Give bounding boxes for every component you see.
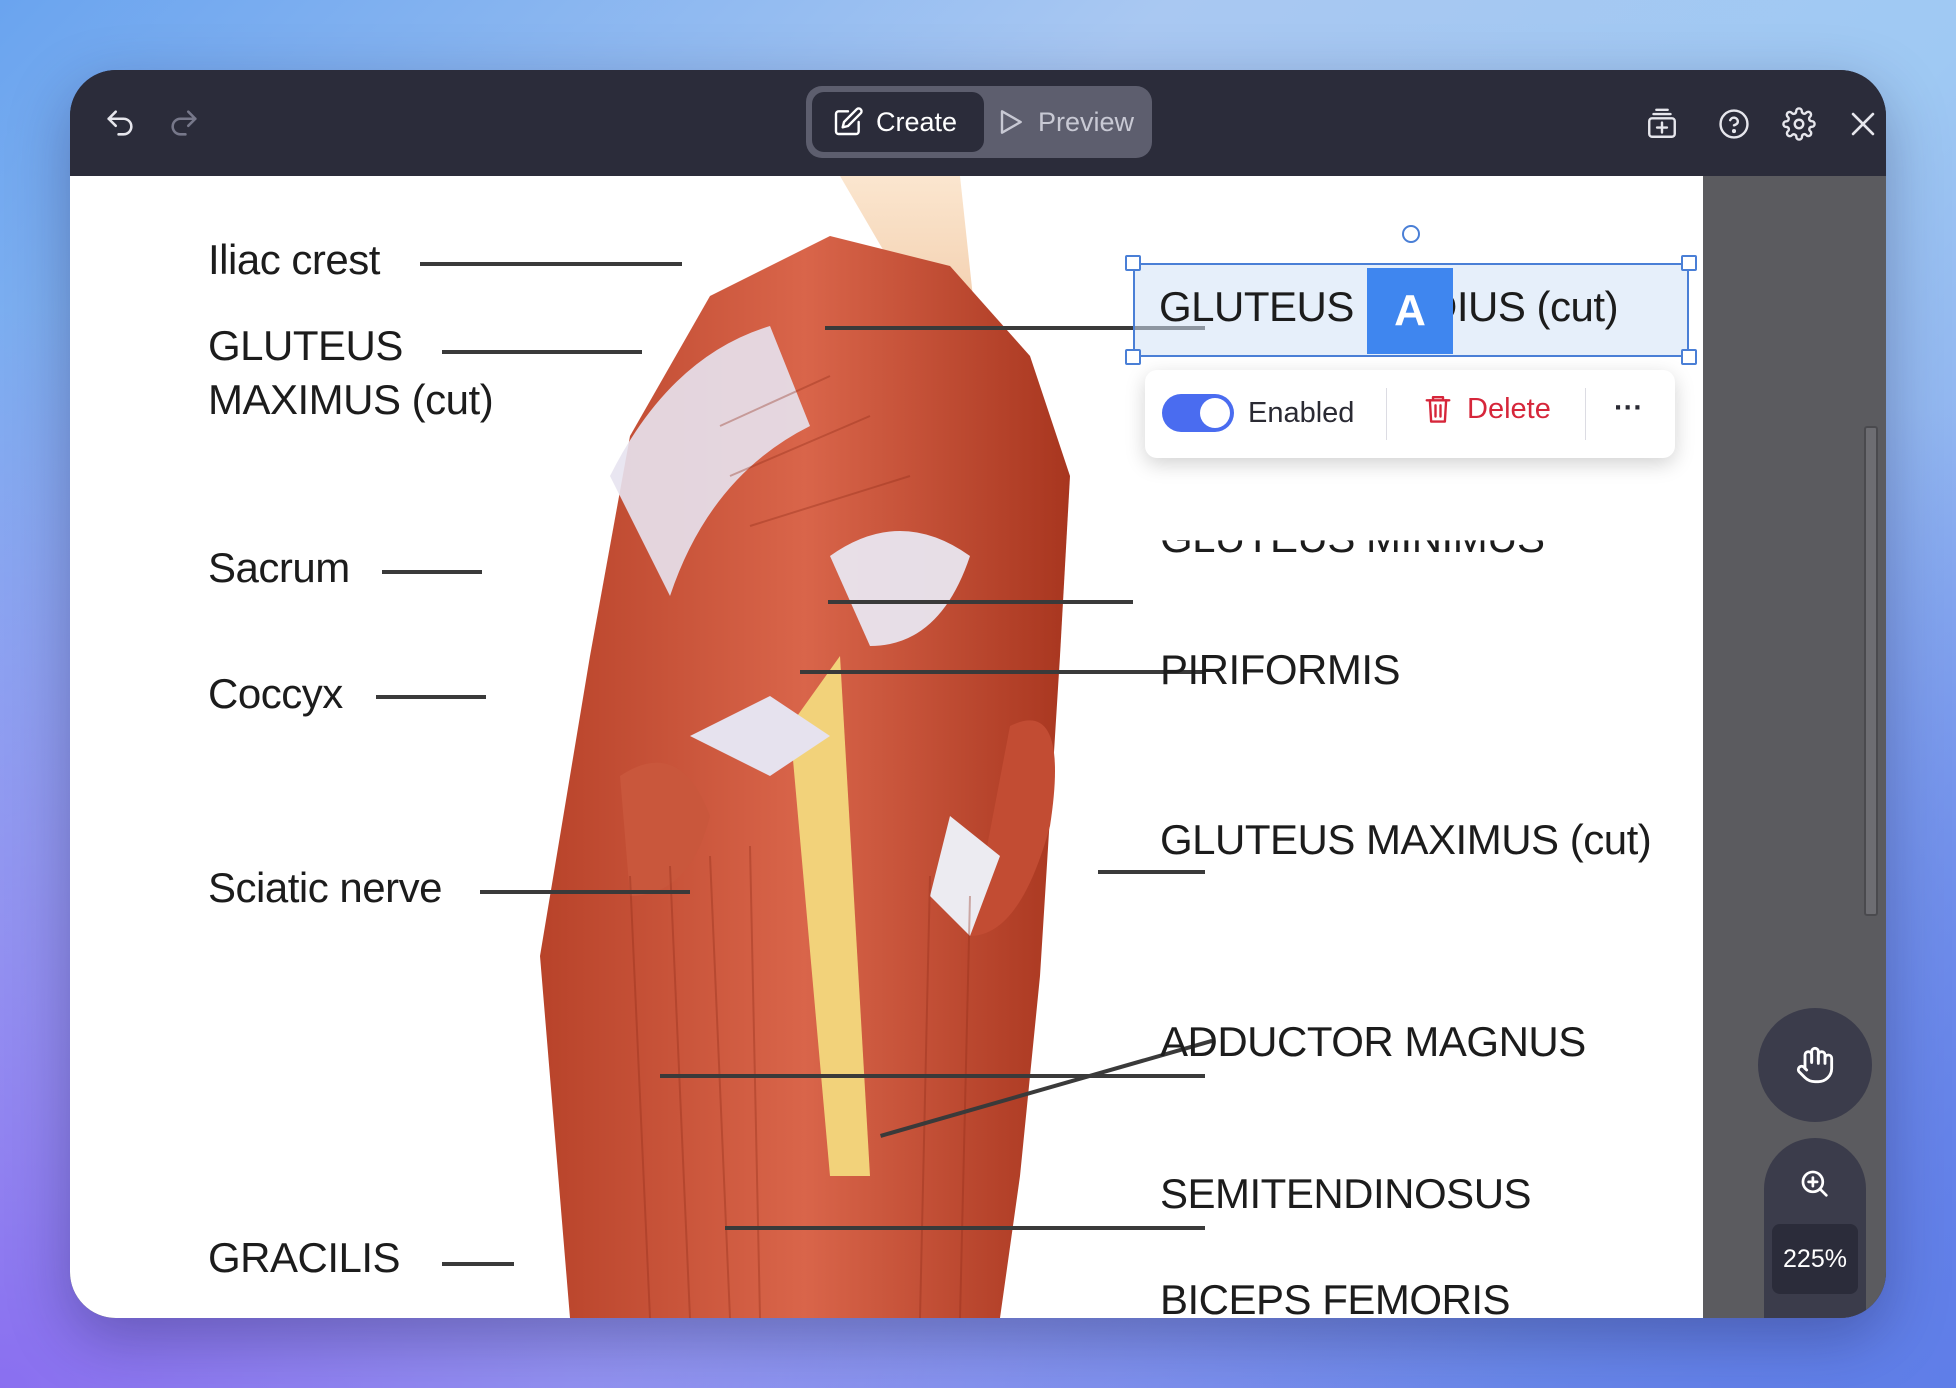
resize-handle-bottom-right[interactable] (1681, 349, 1697, 365)
preview-mode-label: Preview (1038, 106, 1135, 137)
leader-line (420, 262, 682, 266)
create-mode-label: Create (876, 106, 958, 137)
pan-tool-button[interactable] (1758, 1008, 1872, 1122)
leader-line (1098, 870, 1205, 874)
leader-line (660, 1074, 1205, 1078)
label-gracilis: GRACILIS (208, 1234, 401, 1281)
zoom-in-button[interactable] (1791, 1160, 1839, 1208)
layer-add-icon (1648, 108, 1676, 138)
zoom-controls: 225% (1764, 1138, 1866, 1318)
editor-window: Create Preview (70, 70, 1886, 1318)
leader-line (376, 695, 486, 699)
toggle-knob (1200, 398, 1230, 428)
delete-button[interactable]: Delete (1423, 392, 1551, 426)
settings-button[interactable] (1775, 100, 1823, 148)
label-gluteus-maximus-line2: MAXIMUS (cut) (208, 376, 494, 423)
leader-line (442, 1262, 514, 1266)
enabled-toggle[interactable] (1162, 394, 1234, 432)
leader-line (725, 1226, 1205, 1230)
leader-line (800, 670, 1205, 674)
gear-icon (1782, 107, 1816, 141)
label-gluteus-maximus-line1: GLUTEUS (208, 322, 403, 369)
undo-button[interactable] (96, 99, 144, 147)
resize-handle-top-right[interactable] (1681, 255, 1697, 271)
label-sacrum: Sacrum (208, 544, 350, 591)
zoom-level: 225% (1772, 1224, 1858, 1294)
preview-mode-button[interactable]: Preview (984, 92, 1134, 152)
label-gluteus-maximus-cut: GLUTEUS MAXIMUS (cut) (1160, 816, 1652, 863)
close-icon (1851, 112, 1875, 136)
resize-handle-top-left[interactable] (1125, 255, 1141, 271)
vertical-scrollbar[interactable] (1864, 426, 1878, 916)
more-options-button[interactable]: ··· (1614, 392, 1643, 424)
label-iliac-crest: Iliac crest (208, 236, 380, 283)
create-mode-button[interactable]: Create (812, 92, 984, 152)
help-icon (1719, 109, 1749, 139)
play-icon (1000, 110, 1022, 134)
hotspot-marker[interactable]: A (1367, 268, 1453, 354)
edit-icon (834, 107, 863, 136)
hotspot-popover: Enabled Delete ··· (1145, 370, 1675, 458)
leader-line (480, 890, 690, 894)
redo-icon (171, 110, 197, 136)
leader-line (442, 350, 642, 354)
divider (1386, 388, 1387, 440)
label-coccyx: Coccyx (208, 670, 343, 717)
undo-icon (107, 110, 133, 136)
label-sciatic-nerve: Sciatic nerve (208, 864, 442, 911)
label-gluteus-minimus-hidden: GLUTEUS MINIMUS (1160, 514, 1545, 561)
hand-icon (1796, 1047, 1834, 1084)
label-piriformis: PIRIFORMIS (1160, 646, 1401, 693)
add-layer-button[interactable] (1638, 100, 1686, 148)
top-toolbar: Create Preview (70, 70, 1886, 176)
anatomy-image[interactable]: Iliac crest GLUTEUS MAXIMUS (cut) Sacrum… (70, 176, 1703, 1318)
editor-canvas[interactable]: Iliac crest GLUTEUS MAXIMUS (cut) Sacrum… (70, 176, 1886, 1318)
help-button[interactable] (1710, 100, 1758, 148)
leader-line (828, 600, 1133, 604)
label-semitendinosus: SEMITENDINOSUS (1160, 1170, 1532, 1217)
rotate-handle[interactable] (1402, 225, 1420, 243)
trash-icon (1425, 395, 1451, 423)
enabled-label: Enabled (1248, 397, 1355, 429)
redo-button[interactable] (160, 99, 208, 147)
leader-line (382, 570, 482, 574)
zoom-in-icon (1801, 1170, 1828, 1197)
muscle-illustration (540, 176, 1070, 1318)
leader-line (825, 326, 1205, 330)
mode-switch: Create Preview (806, 86, 1152, 158)
zoom-out-button[interactable] (1791, 1310, 1839, 1318)
divider (1585, 388, 1586, 440)
label-adductor-magnus: ADDUCTOR MAGNUS (1160, 1018, 1586, 1065)
resize-handle-bottom-left[interactable] (1125, 349, 1141, 365)
close-button[interactable] (1839, 100, 1886, 148)
label-biceps-femoris: BICEPS FEMORIS (1160, 1276, 1511, 1318)
delete-label: Delete (1467, 392, 1551, 425)
zoom-out-icon (1798, 1317, 1832, 1318)
